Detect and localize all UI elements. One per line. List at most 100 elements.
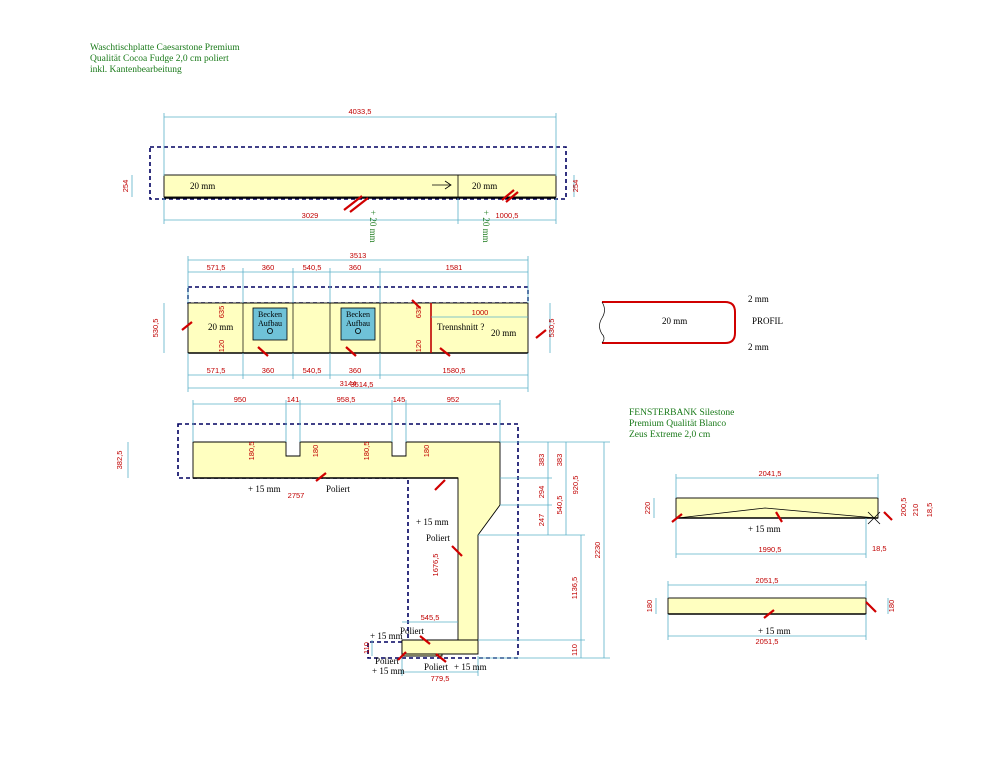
lower-top-dim-5: 952 <box>447 395 460 404</box>
lower-right-dim-1: 383 <box>537 454 546 467</box>
middle-panel: Becken Aufbau Becken Aufbau Trennshnitt … <box>151 251 556 392</box>
basin-2 <box>340 307 376 341</box>
profile-break <box>599 301 605 344</box>
lower-top-dim-3: 958,5 <box>337 395 356 404</box>
drain-icon-1 <box>266 327 273 334</box>
top-right-len: 1000,5 <box>496 211 519 220</box>
lower-poliert-foot-a: Poliert <box>400 626 424 636</box>
mid-top-dim-1: 571,5 <box>207 263 226 272</box>
lower-poliert-foot-c: Poliert <box>424 662 448 672</box>
lower-plus-foot-b: + 15 mm <box>372 666 405 676</box>
mid-top-dim-4: 360 <box>349 263 362 272</box>
basin-1 <box>252 307 288 341</box>
top-panel: 4033,5 254 254 3029 1000,5 20 mm 20 mm +… <box>121 107 580 243</box>
mid-bot-dim-3: 540,5 <box>303 366 322 375</box>
lower-poliert-foot-b: Poliert <box>375 656 399 666</box>
mid-bot-overall-b: 3514,5 <box>351 380 374 389</box>
drain-icon-2 <box>354 327 361 334</box>
sill-1-bevel <box>677 507 877 519</box>
lower-foot <box>401 639 479 655</box>
sill-2: 2051,5 2051,5 180 180 + 15 mm <box>645 576 896 646</box>
lower-foot-width: 545,5 <box>421 613 440 622</box>
header-left-line2: Qualität Cocoa Fudge 2,0 cm poliert <box>90 54 229 64</box>
profile-detail: 2 mm 20 mm PROFIL 2 mm <box>599 294 783 352</box>
mid-inner-d: 120 <box>414 340 423 353</box>
mid-cut-basin-1 <box>257 346 269 357</box>
top-cut-2 <box>349 197 369 213</box>
lower-top-dim-4: 145 <box>393 395 406 404</box>
lower-plus-top: + 15 mm <box>248 484 281 494</box>
lower-right-dim-6: 920,5 <box>571 476 580 495</box>
profile-top: 2 mm <box>748 294 769 304</box>
mid-depth-right: 530,5 <box>547 319 556 338</box>
top-overall-dim: 4033,5 <box>349 107 372 116</box>
sill-2-cut-right <box>865 601 877 613</box>
lower-foot-total: 779,5 <box>431 674 450 683</box>
lower-plus-foot-c: + 15 mm <box>454 662 487 672</box>
lower-right-dim-4: 247 <box>537 514 546 527</box>
lower-poliert-leg: Poliert <box>426 533 450 543</box>
mid-bot-dim-2: 360 <box>262 366 275 375</box>
mid-top-dim-3: 540,5 <box>303 263 322 272</box>
top-plus-left: + 20 mm <box>368 210 378 243</box>
profile-bottom: 2 mm <box>748 342 769 352</box>
lower-plus-foot-a: + 15 mm <box>370 631 403 641</box>
top-plus-right: + 20 mm <box>481 210 491 243</box>
mid-panel-outline <box>187 286 529 304</box>
mid-top-dim-5: 1581 <box>446 263 463 272</box>
mid-bot-dim-4: 360 <box>349 366 362 375</box>
mid-cut-basin-2 <box>345 346 357 357</box>
trennschnitt-label: Trennshnitt ? <box>437 322 484 332</box>
sill-1-left-h: 220 <box>643 502 652 515</box>
lower-right-dim-3: 294 <box>537 486 546 499</box>
lower-notch-4: 180 <box>422 445 431 458</box>
lower-cut-6 <box>435 653 447 663</box>
profile-label: PROFIL <box>752 316 783 326</box>
mid-cut-left <box>181 321 193 331</box>
mid-overall-dim: 3513 <box>350 251 367 260</box>
sill-1-bottom: 1990,5 <box>759 545 782 554</box>
sill-1-right-c: 18,5 <box>925 503 934 518</box>
header-right-line1: FENSTERBANK Silestone <box>629 408 735 418</box>
mid-depth-left: 530,5 <box>151 319 160 338</box>
sill-1-top: 2041,5 <box>759 469 782 478</box>
top-cut-3 <box>501 189 515 201</box>
mid-inner-b: 120 <box>217 340 226 353</box>
top-thick-left: 20 mm <box>190 181 215 191</box>
lower-plus-leg: + 15 mm <box>416 517 449 527</box>
header-right: FENSTERBANK Silestone Premium Qualität B… <box>629 408 734 441</box>
sill-1-corner: 18,5 <box>872 544 887 553</box>
mid-thick-right: 20 mm <box>491 328 516 338</box>
mid-thick-left: 20 mm <box>208 322 233 332</box>
basin-1-label-a: Becken <box>258 310 282 319</box>
top-height-left: 254 <box>121 180 130 193</box>
sill-2-top: 2051,5 <box>756 576 779 585</box>
sill-2-bottom: 2051,5 <box>756 637 779 646</box>
sill-1-right-b: 210 <box>911 504 920 517</box>
sill-1-x-mark-b <box>867 511 881 525</box>
sill-2-cut-mid <box>763 609 775 619</box>
mid-cut-top <box>411 299 421 309</box>
mid-bot-dim-1: 571,5 <box>207 366 226 375</box>
lower-right-dim-5: 540,5 <box>555 496 564 515</box>
mid-cutout-2 <box>329 302 381 354</box>
mid-inner-a: 635 <box>217 306 226 319</box>
sill-1-right-a: 200,5 <box>899 498 908 517</box>
profile-mid: 20 mm <box>662 316 687 326</box>
header-right-line3: Zeus Extreme 2,0 cm <box>629 430 711 440</box>
lower-cut-1 <box>315 472 327 482</box>
lower-cut-3 <box>451 545 463 557</box>
lower-cut-4 <box>419 635 431 645</box>
mid-cutout-1 <box>242 302 294 354</box>
sill-2-slab <box>667 597 867 615</box>
sill-2-plus: + 15 mm <box>758 626 791 636</box>
mid-top-dim-2: 360 <box>262 263 275 272</box>
lower-notch-3: 180,5 <box>362 442 371 461</box>
sill-2-left-h: 180 <box>645 600 654 613</box>
mid-cut-bottom <box>439 347 451 357</box>
mid-inner-c: 635 <box>414 306 423 319</box>
sill-1-plus: + 15 mm <box>748 524 781 534</box>
lower-top-dim-1: 950 <box>234 395 247 404</box>
